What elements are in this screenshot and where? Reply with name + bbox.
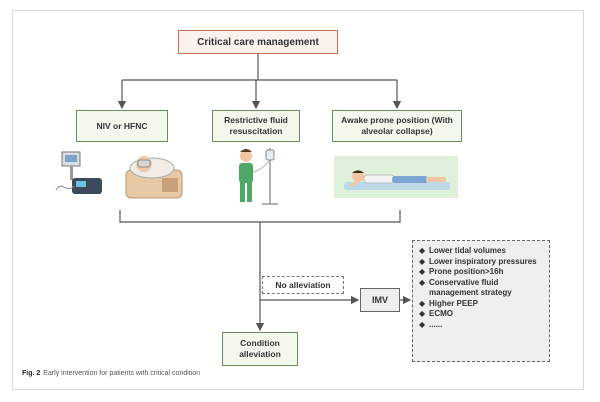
restrictive-fluid-box: Restrictive fluid resuscitation <box>212 110 300 142</box>
no-alleviation-label: No alleviation <box>262 276 344 294</box>
critical-care-management-box: Critical care management <box>178 30 338 54</box>
bracket-merge <box>119 210 401 223</box>
bullet-icon: ◆ <box>419 309 426 318</box>
ventilator-icon <box>55 151 102 194</box>
bullet-icon: ◆ <box>419 267 426 276</box>
figure-caption-text: Early intervention for patients with cri… <box>43 370 201 377</box>
prone-patient-icon <box>334 156 458 198</box>
condition-alleviation-box: Condition alleviation <box>222 332 298 366</box>
figure-label: Fig. 2 <box>22 370 41 377</box>
list-item: ◆Higher PEEP <box>419 298 478 308</box>
bullet-icon: ◆ <box>419 319 426 329</box>
list-item: ◆Lower inspiratory pressures <box>419 256 537 266</box>
list-item: ◆ECMO <box>419 309 453 318</box>
list-item: ◆Conservative fluid management strategy <box>419 277 512 298</box>
bullet-icon: ◆ <box>419 298 426 308</box>
list-item: ◆...... <box>419 319 443 329</box>
imv-strategies-box: ◆Lower tidal volumes ◆Lower inspiratory … <box>412 240 550 362</box>
bullet-icon: ◆ <box>419 277 426 287</box>
bullet-icon: ◆ <box>419 256 426 266</box>
niv-hfnc-box: NIV or HFNC <box>76 110 168 142</box>
imv-box: IMV <box>360 288 400 312</box>
list-item: ◆Prone position>16h <box>419 267 504 276</box>
awake-prone-box: Awake prone position (With alveolar coll… <box>332 110 462 142</box>
bullet-icon: ◆ <box>419 246 426 255</box>
patient-in-bed-icon <box>125 156 183 199</box>
list-item: ◆Lower tidal volumes <box>419 246 506 255</box>
person-with-iv-drip-icon <box>239 148 278 205</box>
